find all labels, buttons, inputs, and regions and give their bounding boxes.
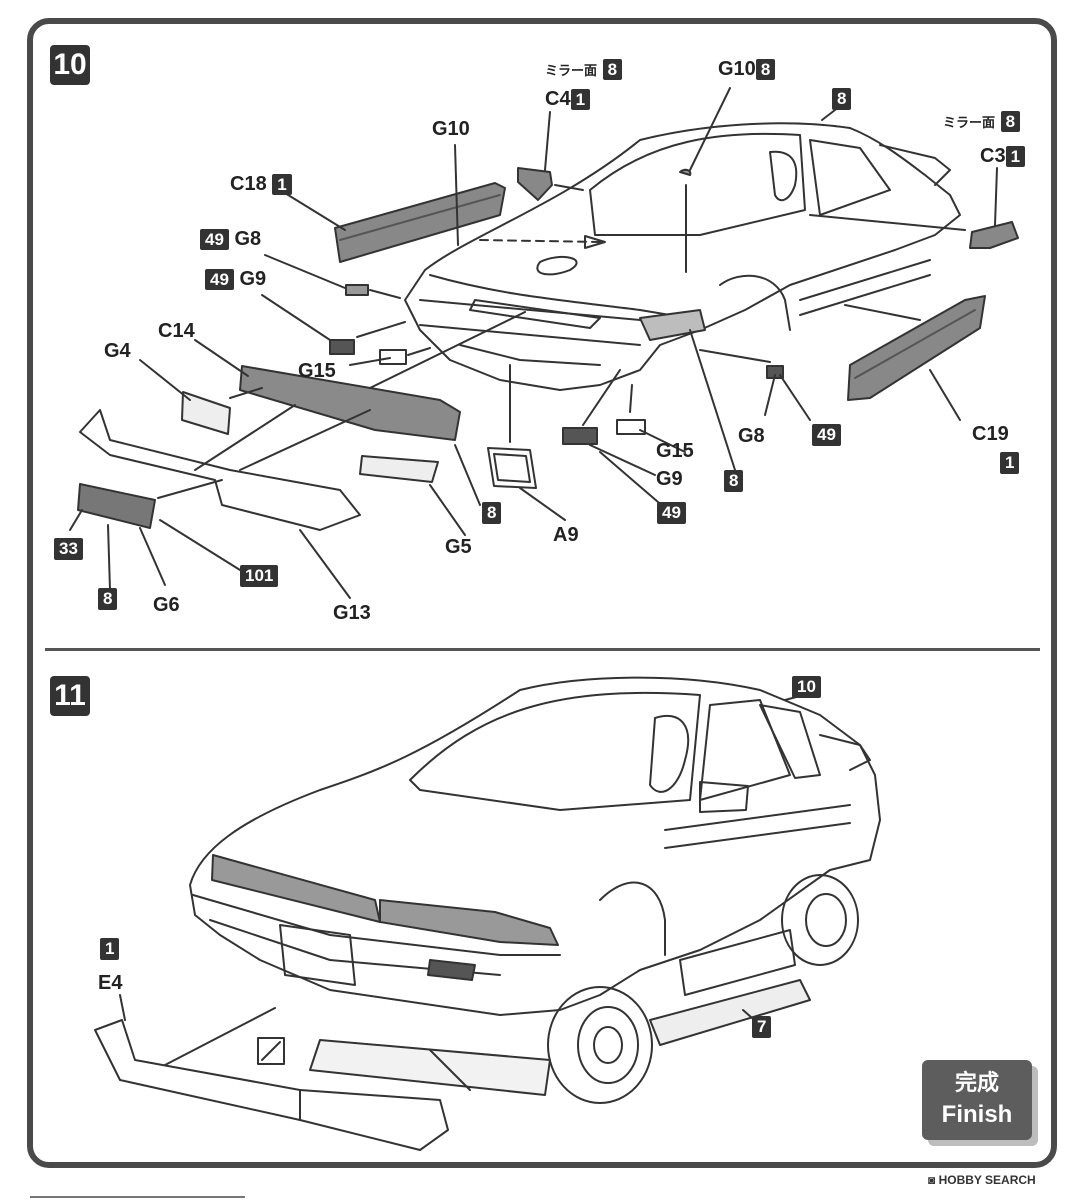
g8-part (345, 284, 369, 296)
brand-logo-icon: ◙ (928, 1173, 936, 1187)
label-c19: C19 (972, 423, 1009, 445)
label-g9-right: G9 (656, 468, 683, 490)
label-step11-chassis: 7 (752, 1016, 772, 1038)
footer-rule (30, 1196, 245, 1198)
g6-lamp (77, 483, 156, 529)
g4-lamp (181, 391, 231, 435)
label-mirror-right: ミラー面 8 (943, 110, 1021, 134)
finish-badge: 完成 Finish (922, 1060, 1032, 1140)
label-g4: G4 (104, 340, 131, 362)
label-g6-color-8: 8 (98, 588, 118, 610)
label-g8-right: G8 (738, 425, 765, 447)
g13-lens (79, 409, 361, 531)
footer-brand: ◙ HOBBY SEARCH (928, 1173, 1036, 1187)
label-g14-color: 8 (482, 502, 502, 524)
label-g8: 49 G8 (200, 228, 261, 251)
step10-car-body (404, 122, 961, 391)
step11-car (94, 676, 881, 1151)
label-g10: G10 (432, 118, 470, 140)
e4-front-lip (94, 1019, 301, 1121)
label-g8-right-color: 49 (812, 424, 841, 446)
label-headlight-color: 8 (724, 470, 744, 492)
step-10-badge: 10 (50, 45, 90, 85)
g15-part (379, 349, 407, 365)
finish-jp: 完成 (954, 1070, 999, 1095)
finish-en: Finish (941, 1101, 1013, 1128)
label-g13: G13 (333, 602, 371, 624)
label-c18: C18 1 (230, 173, 292, 196)
label-g6-color-101: 101 (240, 565, 279, 587)
g9-right-part (562, 427, 598, 445)
c3-mirror (969, 221, 1019, 249)
a9-plate (487, 447, 537, 489)
label-step11-body: 10 (792, 676, 821, 698)
label-g5: G5 (445, 536, 472, 558)
label-c14: C14 (158, 320, 195, 342)
label-g15-left: G15 (298, 360, 336, 382)
label-g15-right: G15 (656, 440, 694, 462)
instruction-sheet-frame (27, 18, 1057, 1168)
c14-grille (239, 365, 461, 441)
label-mirror-left: ミラー面 8 (545, 58, 623, 82)
label-g9: 49 G9 (205, 268, 266, 291)
label-g6-color-33: 33 (54, 538, 83, 560)
step-11-badge: 11 (50, 676, 90, 716)
label-body-color: 8 (832, 88, 852, 110)
g9-part (329, 339, 355, 355)
label-e4: E4 (98, 972, 123, 994)
c19-side-skirt (847, 295, 986, 401)
g5-lamp (359, 455, 439, 483)
c18-side-skirt (334, 182, 506, 263)
label-c19-color: 1 (1000, 452, 1020, 474)
g15-right-part (616, 419, 646, 435)
label-g9-right-color: 49 (657, 502, 686, 524)
label-e4-color: 1 (100, 938, 120, 960)
label-g6: G6 (153, 594, 180, 616)
step-divider (45, 648, 1040, 651)
label-a9: A9 (553, 524, 579, 546)
c4-mirror (517, 167, 553, 201)
